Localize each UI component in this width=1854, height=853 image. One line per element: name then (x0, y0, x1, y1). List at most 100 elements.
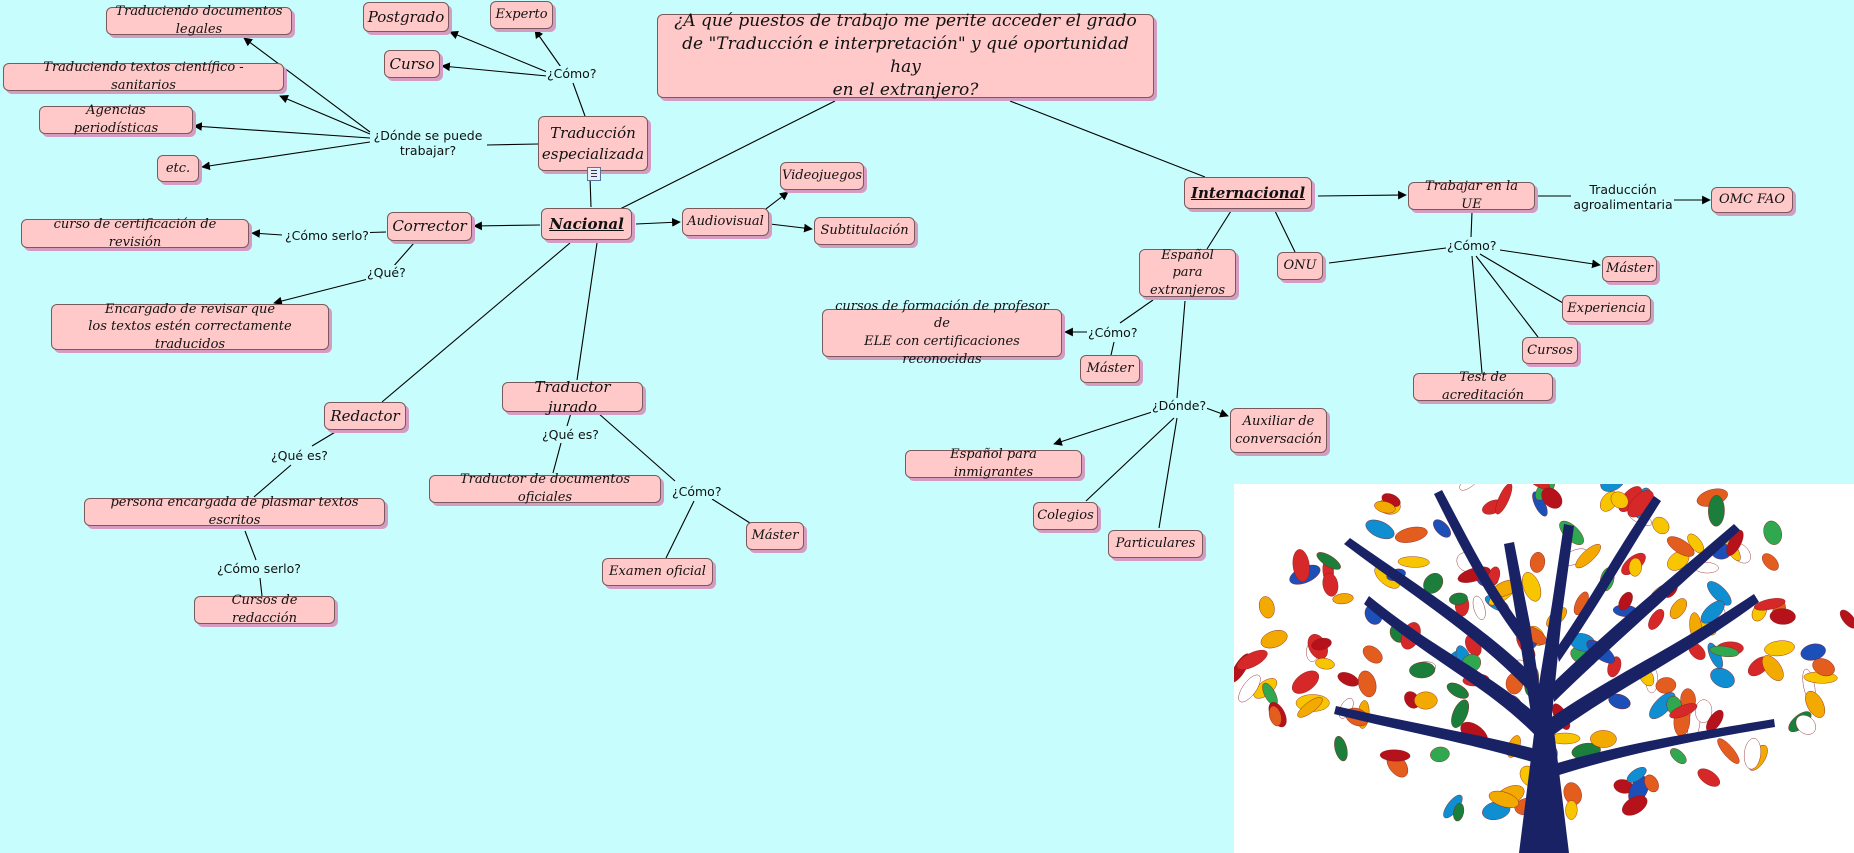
flag-leaf (1451, 699, 1469, 728)
node-certificacion-revision[interactable]: curso de certificación de revisión (21, 217, 249, 250)
flag-leaf (1626, 767, 1647, 783)
connector-que-corrector: ¿Qué? (366, 265, 407, 280)
node-etc[interactable]: etc. (157, 155, 199, 182)
flag-leaf (1459, 484, 1481, 491)
flag-leaf (1839, 609, 1854, 629)
node-master-ue[interactable]: Máster (1602, 256, 1657, 282)
node-cursos-redaccion[interactable]: Cursos de redacción (194, 593, 335, 626)
node-omc-fao[interactable]: OMC FAO (1711, 187, 1793, 213)
flag-leaf (1700, 600, 1725, 624)
flag-leaf (1414, 691, 1438, 710)
flag-leaf (1430, 746, 1450, 763)
node-traductor-jurado[interactable]: Traductor jurado (502, 378, 643, 416)
node-trabajar-ue[interactable]: Trabajar en la UE (1408, 179, 1535, 212)
flag-leaf (1709, 645, 1739, 658)
flag-leaf (1761, 655, 1784, 681)
node-experto[interactable]: Experto (490, 1, 553, 29)
flag-leaf (1622, 795, 1648, 816)
node-persona-encargada[interactable]: persona encargada de plasmar textos escr… (84, 495, 385, 528)
flag-leaf (1652, 516, 1670, 535)
flag-leaf (1805, 690, 1826, 718)
node-onu[interactable]: ONU (1277, 252, 1323, 280)
node-espanol-inmigrantes[interactable]: Español para inmigrantes (905, 447, 1082, 480)
connector-como-especializada: ¿Cómo? (546, 66, 598, 81)
flag-leaf (1362, 645, 1383, 664)
flag-leaf (1446, 682, 1469, 699)
flag-leaf (1238, 674, 1261, 703)
flag-leaf (1260, 630, 1288, 649)
node-cursos-ue[interactable]: Cursos (1522, 337, 1578, 364)
flag-leaf (1453, 802, 1465, 822)
flag-leaf (1291, 670, 1320, 694)
node-nacional[interactable]: Nacional (541, 208, 632, 240)
flag-leaf (1449, 592, 1468, 606)
connector-donde-ele: ¿Dónde? (1151, 398, 1208, 413)
node-traductor-documentos-oficiales[interactable]: Traductor de documentos oficiales (429, 472, 661, 505)
flag-tree-illustration (1234, 484, 1854, 853)
node-audiovisual[interactable]: Audiovisual (682, 208, 769, 236)
node-encargado-revisar[interactable]: Encargado de revisar que los textos esté… (51, 302, 329, 352)
flag-leaf (1618, 591, 1633, 611)
note-icon[interactable] (587, 167, 601, 181)
node-examen-oficial[interactable]: Examen oficial (602, 558, 713, 586)
node-master-jurado[interactable]: Máster (746, 522, 804, 550)
flag-leaf (1812, 658, 1835, 677)
main-question-node[interactable]: ¿A qué puestos de trabajo me perite acce… (657, 11, 1154, 100)
flag-leaf (1316, 552, 1341, 570)
flag-leaf (1292, 549, 1310, 583)
node-particulares[interactable]: Particulares (1108, 530, 1203, 558)
flag-leaf (1394, 526, 1428, 543)
node-master-ele[interactable]: Máster (1080, 355, 1140, 383)
node-traduccion-especializada[interactable]: Traducción especializada (538, 116, 648, 171)
node-agencias-periodisticas[interactable]: Agencias periodísticas (39, 103, 193, 136)
flag-leaf (1670, 748, 1687, 765)
node-internacional[interactable]: Internacional (1184, 177, 1312, 209)
connector-que-es-redactor: ¿Qué es? (270, 448, 329, 463)
node-auxiliar-conversacion[interactable]: Auxiliar de conversación (1230, 408, 1327, 453)
node-experiencia[interactable]: Experiencia (1562, 295, 1651, 322)
node-videojuegos[interactable]: Videojuegos (780, 162, 864, 190)
node-colegios[interactable]: Colegios (1033, 502, 1098, 530)
flag-leaf (1697, 768, 1721, 787)
node-postgrado[interactable]: Postgrado (363, 2, 449, 32)
flag-leaf (1600, 484, 1626, 492)
node-textos-cientificos[interactable]: Traduciendo textos científico - sanitari… (3, 60, 284, 93)
flag-leaf (1433, 519, 1451, 538)
flag-leaf (1297, 697, 1323, 718)
flag-leaf (1529, 552, 1546, 573)
node-subtitulacion[interactable]: Subtitulación (814, 217, 915, 245)
flag-leaf (1717, 738, 1740, 764)
connector-traduccion-agroalimentaria: Traducción agroalimentaria (1572, 182, 1674, 212)
node-cursos-formacion-ele[interactable]: cursos de formación de profesor de ELE c… (822, 299, 1062, 367)
flag-leaf (1644, 774, 1659, 793)
node-corrector[interactable]: Corrector (387, 212, 472, 241)
node-test-acreditacion[interactable]: Test de acreditación (1413, 370, 1553, 403)
flag-leaf (1409, 661, 1436, 679)
flag-leaf (1315, 657, 1335, 670)
flag-leaf (1495, 484, 1513, 515)
flag-leaf (1565, 800, 1578, 820)
flag-leaf (1332, 593, 1354, 605)
connector-como-serlo-redactor: ¿Cómo serlo? (216, 561, 302, 576)
connector-donde-trabajar: ¿Dónde se puede trabajar? (371, 128, 485, 158)
flag-leaf (1762, 553, 1779, 571)
tree-of-flags-image (1234, 484, 1854, 853)
connector-como-internacional: ¿Cómo? (1446, 238, 1498, 253)
node-redactor[interactable]: Redactor (324, 402, 406, 430)
flag-leaf (1311, 637, 1332, 651)
flag-leaf (1397, 556, 1430, 568)
flag-leaf (1666, 536, 1695, 557)
flag-leaf (1365, 519, 1395, 540)
connector-como-jurado: ¿Cómo? (671, 484, 723, 499)
node-curso[interactable]: Curso (384, 50, 440, 78)
node-espanol-extranjeros[interactable]: Español para extranjeros (1139, 248, 1236, 298)
flag-leaf (1379, 749, 1411, 762)
flag-leaf (1628, 557, 1642, 577)
flag-leaf (1795, 714, 1816, 735)
flag-leaf (1708, 495, 1725, 527)
flag-leaf (1648, 609, 1665, 630)
flag-leaf (1769, 608, 1796, 625)
flag-leaf (1655, 677, 1677, 694)
node-documentos-legales[interactable]: Traduciendo documentos legales (106, 4, 292, 37)
